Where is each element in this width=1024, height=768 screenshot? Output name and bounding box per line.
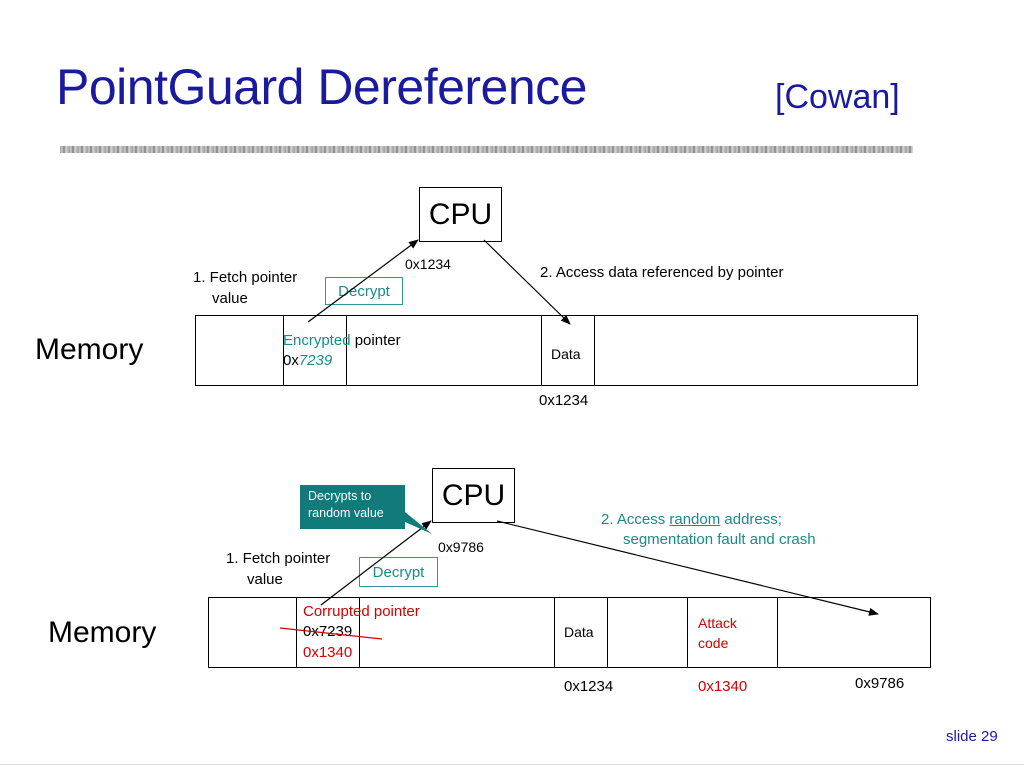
hex-digits: 7239 <box>298 352 333 369</box>
slide-title: PointGuard Dereference <box>56 59 587 115</box>
memory-strip-bottom <box>208 597 931 668</box>
note-line: random value <box>308 506 384 520</box>
memory-cell-pointer <box>297 598 360 667</box>
decrypts-note: Decrypts to random value <box>300 485 405 529</box>
decrypt-box-bottom: Decrypt <box>359 557 438 587</box>
fetch-arrow-bottom <box>320 520 432 606</box>
old-pointer-value: 0x7239 <box>303 623 353 640</box>
memory-cell-attack <box>688 598 778 667</box>
access-text: address; <box>720 511 782 528</box>
encrypted-word: Encrypted <box>283 332 351 349</box>
cpu-label: CPU <box>428 197 493 231</box>
hex-prefix: 0x <box>283 352 299 369</box>
fetch-step-top: 1. Fetch pointer <box>193 269 298 286</box>
fetch-step-bottom: 1. Fetch pointer <box>226 550 331 567</box>
note-callout-tail <box>405 512 432 534</box>
memory-cell <box>196 316 284 385</box>
data-label-top: Data <box>551 346 581 362</box>
decrypt-label: Decrypt <box>372 563 425 581</box>
attack-code-label-cont: code <box>698 635 729 651</box>
memory-label-bottom: Memory <box>48 616 157 649</box>
access-arrow-bottom <box>496 520 879 616</box>
far-address: 0x9786 <box>855 675 905 692</box>
memory-cell <box>360 598 555 667</box>
decrypt-box-top: Decrypt <box>325 277 403 305</box>
encrypted-pointer-label: Encrypted pointer <box>283 331 401 351</box>
memory-label-top: Memory <box>35 333 144 366</box>
data-address-top: 0x1234 <box>539 392 589 409</box>
fetch-step-bottom-cont: value <box>247 571 283 588</box>
note-line: Decrypts to <box>308 489 372 503</box>
encrypted-pointer-value: 0x7239 <box>283 351 332 371</box>
fetch-step-top-cont: value <box>212 290 248 307</box>
random-word: random <box>669 511 721 528</box>
access-step-top: 2. Access data referenced by pointer <box>540 264 784 281</box>
slide-number: slide 29 <box>946 728 998 745</box>
footer-line <box>0 764 1024 765</box>
new-pointer-value: 0x1340 <box>303 644 353 661</box>
cpu-address-bottom: 0x9786 <box>438 539 484 555</box>
attack-code-label: Attack <box>698 615 737 631</box>
memory-cell <box>608 598 688 667</box>
access-arrow-top <box>483 239 571 325</box>
memory-cell-data <box>542 316 595 385</box>
memory-cell-data <box>555 598 608 667</box>
access-step-bottom-cont: segmentation fault and crash <box>623 531 816 548</box>
cpu-box-top: CPU <box>419 187 502 242</box>
access-text: 2. Access <box>601 511 670 528</box>
decrypt-label: Decrypt <box>338 282 390 300</box>
access-step-bottom: 2. Access random address; <box>601 510 782 530</box>
corrupted-pointer-label: Corrupted pointer <box>303 603 420 620</box>
memory-cell <box>209 598 297 667</box>
pointer-word: pointer <box>350 332 401 349</box>
cpu-address-top: 0x1234 <box>405 256 451 272</box>
strike-line <box>279 627 383 640</box>
cpu-label: CPU <box>441 478 506 512</box>
data-address-bottom: 0x1234 <box>564 678 614 695</box>
attack-address: 0x1340 <box>698 678 748 695</box>
memory-cell-pointer <box>284 316 347 385</box>
title-divider <box>60 146 913 153</box>
fetch-arrow-top <box>307 239 419 323</box>
memory-cell <box>347 316 542 385</box>
cpu-box-bottom: CPU <box>432 468 515 523</box>
data-label-bottom: Data <box>564 624 594 640</box>
memory-strip-top <box>195 315 918 386</box>
citation: [Cowan] <box>775 78 900 116</box>
